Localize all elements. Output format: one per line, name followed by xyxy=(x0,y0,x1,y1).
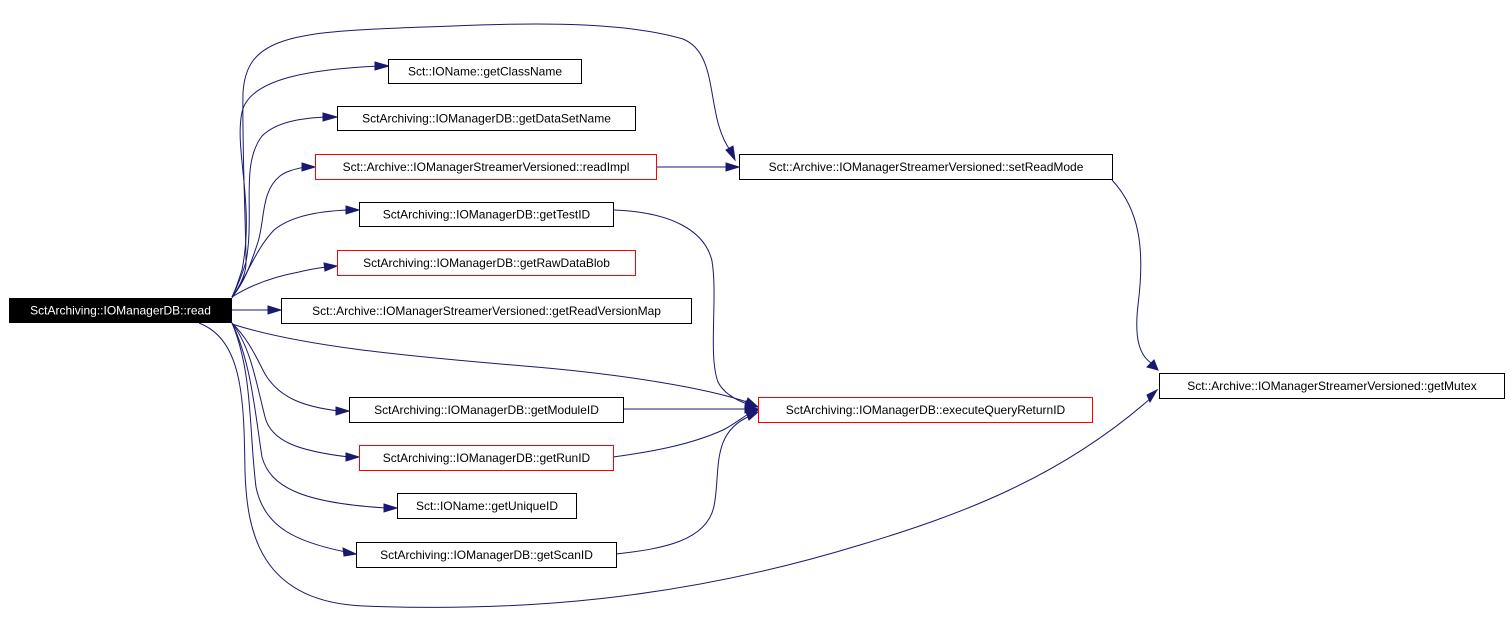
edge-line xyxy=(231,322,350,458)
edge-read-to-getReadVersionMap xyxy=(232,305,283,315)
node-readImpl[interactable]: Sct::Archive::IOManagerStreamerVersioned… xyxy=(315,154,657,180)
node-label: SctArchiving::IOManagerDB::executeQueryR… xyxy=(786,403,1066,417)
node-label: SctArchiving::IOManagerDB::getModuleID xyxy=(374,403,599,417)
node-getTestID[interactable]: SctArchiving::IOManagerDB::getTestID xyxy=(359,202,614,227)
node-box xyxy=(1159,373,1505,399)
node-getDataSetName[interactable]: SctArchiving::IOManagerDB::getDataSetNam… xyxy=(337,106,636,131)
node-getMutex[interactable]: Sct::Archive::IOManagerStreamerVersioned… xyxy=(1159,373,1505,399)
nodes-layer: SctArchiving::IOManagerDB::readSct::IONa… xyxy=(9,59,1505,568)
edge-line xyxy=(231,322,388,509)
edges-layer xyxy=(198,23,1159,608)
arrowhead-icon xyxy=(267,305,283,315)
node-getUniqueID[interactable]: Sct::IOName::getUniqueID xyxy=(397,493,577,519)
node-getScanID[interactable]: SctArchiving::IOManagerDB::getScanID xyxy=(356,542,617,568)
node-label: Sct::Archive::IOManagerStreamerVersioned… xyxy=(343,160,630,174)
node-box xyxy=(356,542,617,568)
edge-setReadMode-to-getMutex xyxy=(1111,179,1159,371)
edge-read-to-getModuleID xyxy=(231,322,351,416)
node-box xyxy=(359,202,614,227)
edge-line xyxy=(231,116,328,298)
edge-read-to-getTestID xyxy=(231,205,361,298)
arrowhead-icon xyxy=(323,262,339,272)
node-label: SctArchiving::IOManagerDB::getDataSetNam… xyxy=(362,112,611,126)
node-box xyxy=(359,445,614,471)
edge-line xyxy=(612,412,751,458)
node-getRawDataBlob[interactable]: SctArchiving::IOManagerDB::getRawDataBlo… xyxy=(337,250,636,276)
node-box xyxy=(739,154,1113,180)
node-box xyxy=(337,106,636,131)
node-getModuleID[interactable]: SctArchiving::IOManagerDB::getModuleID xyxy=(349,397,624,423)
arrowhead-icon xyxy=(342,547,358,557)
edge-line xyxy=(198,322,1152,608)
edge-line xyxy=(231,322,340,412)
node-label: Sct::Archive::IOManagerStreamerVersioned… xyxy=(769,160,1084,174)
arrowhead-icon xyxy=(383,503,399,513)
arrowhead-icon xyxy=(725,145,736,162)
edge-line xyxy=(231,322,347,553)
arrowhead-icon xyxy=(345,205,361,215)
edge-read-to-executeQueryReturnID xyxy=(231,323,760,408)
edge-read-to-getRawDataBlob xyxy=(231,262,339,298)
arrowhead-icon xyxy=(335,406,351,416)
edge-getRunID-to-executeQueryReturnID xyxy=(612,407,760,458)
node-label: Sct::IOName::getUniqueID xyxy=(416,499,558,513)
node-box xyxy=(397,493,577,519)
edge-line xyxy=(231,65,380,298)
edge-read-to-setReadMode xyxy=(231,23,736,299)
node-read[interactable]: SctArchiving::IOManagerDB::read xyxy=(9,298,232,323)
arrowhead-icon xyxy=(301,162,317,172)
edge-read-to-getDataSetName xyxy=(231,112,339,298)
node-box xyxy=(9,298,232,323)
edge-read-to-getScanID xyxy=(231,322,358,557)
edge-readImpl-to-setReadMode xyxy=(656,162,741,172)
node-getReadVersionMap[interactable]: Sct::Archive::IOManagerStreamerVersioned… xyxy=(281,298,692,324)
node-label: SctArchiving::IOManagerDB::getTestID xyxy=(383,208,591,222)
node-executeQueryReturnID[interactable]: SctArchiving::IOManagerDB::executeQueryR… xyxy=(758,397,1093,423)
node-label: SctArchiving::IOManagerDB::read xyxy=(30,304,211,318)
arrowhead-icon xyxy=(725,162,741,172)
node-box xyxy=(315,154,657,180)
node-label: SctArchiving::IOManagerDB::getRunID xyxy=(383,451,591,465)
edge-line xyxy=(1111,179,1152,364)
node-label: Sct::Archive::IOManagerStreamerVersioned… xyxy=(1187,379,1476,393)
edge-line xyxy=(231,266,328,298)
node-label: SctArchiving::IOManagerDB::getScanID xyxy=(380,548,593,562)
arrowhead-icon xyxy=(1146,388,1159,404)
arrowhead-icon xyxy=(322,112,339,122)
node-box xyxy=(337,250,636,276)
edge-read-to-getUniqueID xyxy=(231,322,399,513)
edge-line xyxy=(615,415,751,555)
node-getClassName[interactable]: Sct::IOName::getClassName xyxy=(388,59,582,84)
edge-line xyxy=(231,209,350,298)
node-label: Sct::IOName::getClassName xyxy=(408,65,562,79)
arrowhead-icon xyxy=(1146,359,1159,371)
edge-getScanID-to-executeQueryReturnID xyxy=(615,411,760,555)
node-box xyxy=(281,298,692,324)
node-box xyxy=(388,59,582,84)
node-box xyxy=(758,397,1093,423)
edge-read-to-getClassName xyxy=(231,61,391,298)
node-box xyxy=(349,397,624,423)
node-label: Sct::Archive::IOManagerStreamerVersioned… xyxy=(312,304,661,318)
edge-read-to-getRunID xyxy=(231,322,361,462)
edge-line xyxy=(612,209,751,406)
edge-getModuleID-to-executeQueryReturnID xyxy=(623,404,760,414)
node-getRunID[interactable]: SctArchiving::IOManagerDB::getRunID xyxy=(359,445,614,471)
arrowhead-icon xyxy=(345,452,361,462)
arrowhead-icon xyxy=(745,411,760,421)
edge-line xyxy=(231,323,751,404)
node-setReadMode[interactable]: Sct::Archive::IOManagerStreamerVersioned… xyxy=(739,154,1113,180)
node-label: SctArchiving::IOManagerDB::getRawDataBlo… xyxy=(363,256,610,270)
edge-read-to-getMutex xyxy=(198,322,1159,608)
edge-line xyxy=(231,23,731,299)
arrowhead-icon xyxy=(374,61,391,71)
